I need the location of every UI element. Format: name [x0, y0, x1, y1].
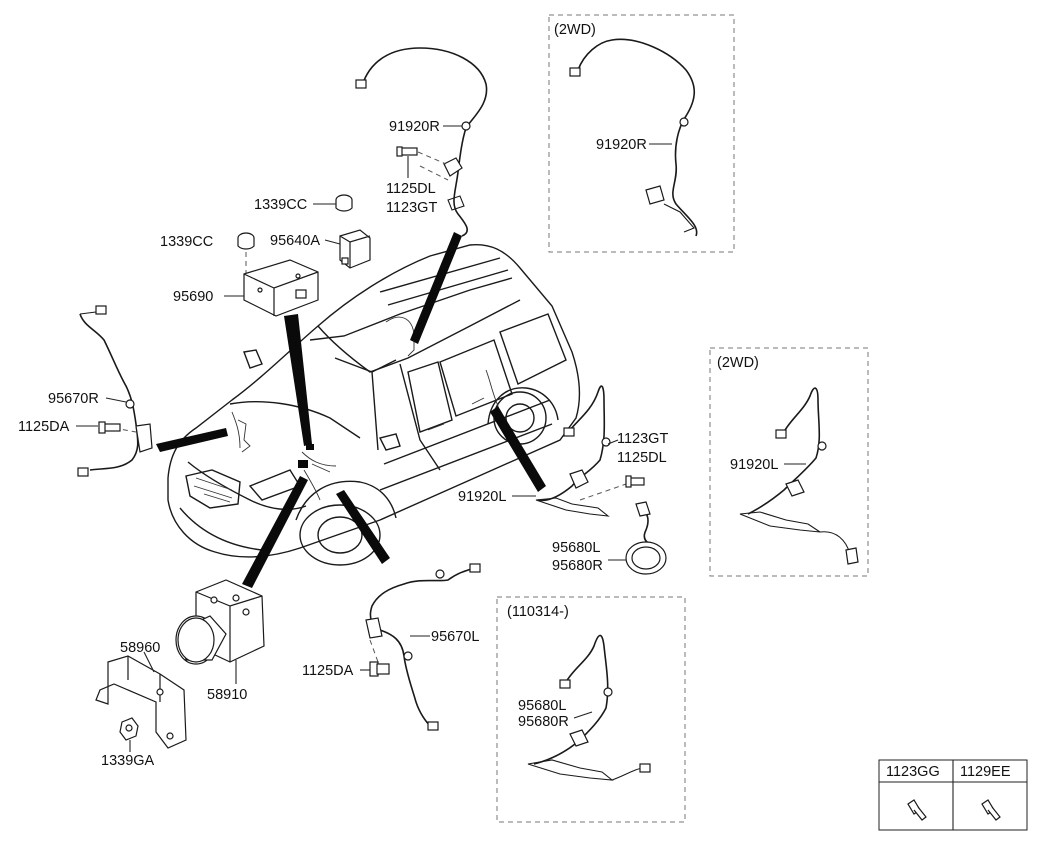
callout-1339GA: 1339GA [101, 753, 155, 769]
inset-2wd-91920L: (2WD) 91920L [709, 347, 869, 577]
callout-91920R-top: 91920R [389, 119, 440, 135]
callout-1339CC-a: 1339CC [254, 197, 307, 213]
callout-95690: 95690 [173, 289, 213, 305]
part-91920R-top [355, 47, 488, 237]
callout-1125DA-left: 1125DA [18, 419, 70, 435]
inset-2wd-top-title: (2WD) [554, 22, 596, 38]
callout-95680R: 95680R [552, 558, 603, 574]
fastener-header-1123GG: 1123GG [886, 764, 940, 780]
inset-2wd-right-title: (2WD) [717, 355, 759, 371]
part-95680-tone-ring [625, 501, 667, 575]
part-95670R-sensor-cable [77, 305, 153, 477]
part-58960-bracket [95, 655, 187, 749]
inset-110314-title: (110314-) [507, 604, 569, 620]
part-1339GA-nut [119, 717, 139, 741]
part-1125DA-bolt-mid [369, 661, 390, 677]
part-95670L-sensor-cable [365, 563, 481, 731]
callout-1339CC-b: 1339CC [160, 234, 213, 250]
fastener-header-1129EE: 1129EE [960, 764, 1011, 780]
part-58910-abs-unit [175, 579, 265, 665]
inset-2wd-top-label: 91920R [596, 137, 647, 153]
location-pointers [156, 232, 546, 588]
callout-95680L: 95680L [552, 540, 600, 556]
part-1339CC-nut-b [237, 232, 255, 250]
vehicle-illustration [167, 243, 581, 566]
bolt-1123GG-icon [907, 799, 927, 821]
callout-1123GT-right: 1123GT [617, 431, 668, 447]
callout-95670L: 95670L [431, 629, 479, 645]
bolt-1129EE-icon [981, 799, 1001, 821]
inset-110314: (110314-) 95680L 95680R [496, 596, 686, 823]
part-95690-module [243, 259, 319, 317]
callout-1125DA-mid: 1125DA [302, 663, 354, 679]
part-95640A-sensor [339, 229, 371, 269]
inset-110314-label-l: 95680L [518, 698, 566, 714]
callout-95670R: 95670R [48, 391, 99, 407]
callout-58960: 58960 [120, 640, 160, 656]
part-91920L-harness [535, 385, 645, 517]
part-1339CC-nut-a [335, 194, 353, 212]
inset-2wd-91920R: (2WD) 91920R [548, 14, 735, 253]
part-1125DA-bolt-left [98, 421, 121, 434]
callout-95640A: 95640A [270, 233, 320, 249]
inset-110314-label-r: 95680R [518, 714, 569, 730]
callout-58910: 58910 [207, 687, 247, 703]
inset-2wd-right-label: 91920L [730, 457, 778, 473]
callout-1123GT-top: 1123GT [386, 200, 437, 216]
callout-91920L: 91920L [458, 489, 506, 505]
fastener-table: 1123GG 1129EE [878, 759, 1028, 831]
callout-1125DL-top: 1125DL [386, 181, 436, 197]
callout-1125DL-right: 1125DL [617, 450, 667, 466]
